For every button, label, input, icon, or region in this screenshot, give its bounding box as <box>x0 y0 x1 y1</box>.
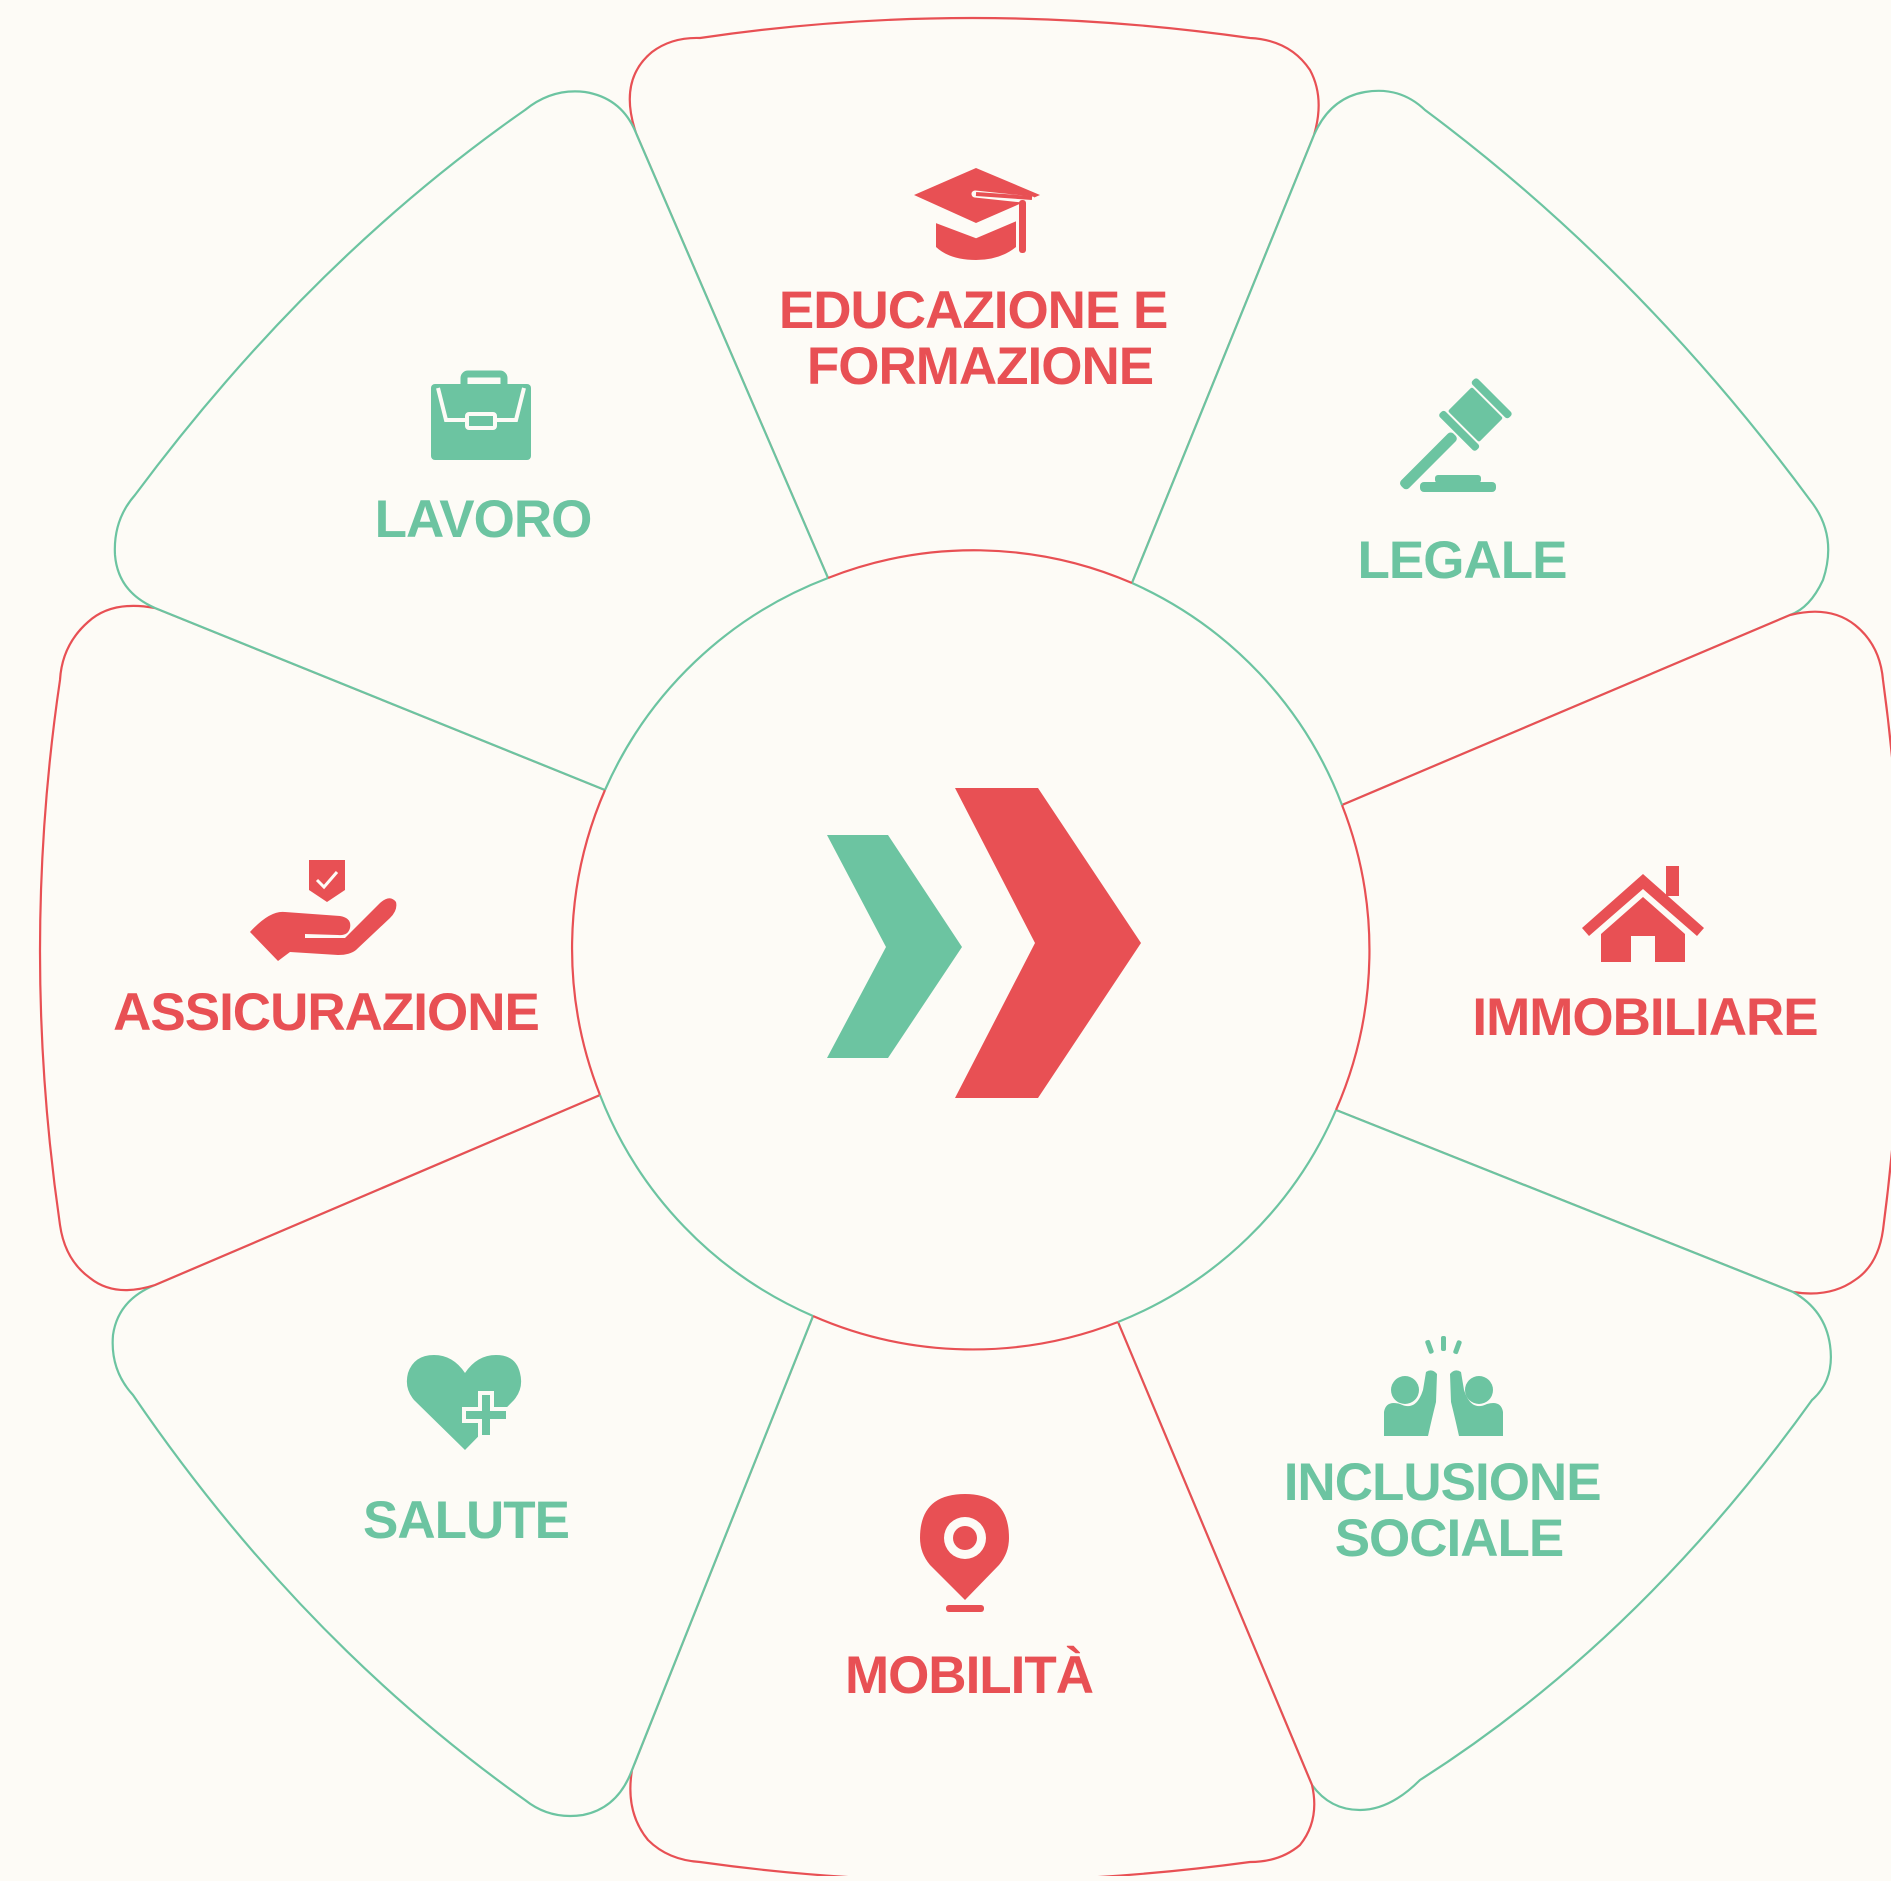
segment-labels: EDUCAZIONE E FORMAZIONE LEGALE IMMOBILIA… <box>113 281 1819 1705</box>
graduation-cap-icon <box>914 168 1040 260</box>
segment-petal-salute <box>111 1093 815 1818</box>
location-pin-icon <box>920 1494 1009 1612</box>
label-educazione-line2: FORMAZIONE <box>807 337 1153 396</box>
high-five-people-icon <box>1384 1336 1503 1436</box>
heart-plus-icon <box>406 1355 522 1450</box>
hand-shield-icon <box>250 860 397 961</box>
segment-petal-educazione <box>628 16 1320 584</box>
label-mobilita: MOBILITÀ <box>845 1645 1093 1705</box>
label-assicurazione: ASSICURAZIONE <box>113 983 539 1042</box>
label-legale: LEGALE <box>1358 531 1567 590</box>
segment-petal-legale <box>1130 89 1830 807</box>
house-icon <box>1582 866 1704 962</box>
label-inclusione: INCLUSIONE SOCIALE <box>1284 1453 1615 1568</box>
center-circle <box>570 549 1371 1351</box>
label-immobiliare: IMMOBILIARE <box>1472 988 1817 1047</box>
segment-petal-mobilita <box>629 1315 1316 1881</box>
label-salute: SALUTE <box>363 1491 569 1550</box>
double-chevron-right-icon <box>827 788 1141 1098</box>
segment-petal-inclusione <box>1116 1108 1832 1812</box>
label-educazione: EDUCAZIONE E FORMAZIONE <box>779 281 1181 396</box>
gavel-icon <box>1400 378 1512 492</box>
label-lavoro: LAVORO <box>375 490 592 549</box>
label-educazione-line1: EDUCAZIONE E <box>779 281 1167 340</box>
briefcase-icon <box>431 370 531 460</box>
